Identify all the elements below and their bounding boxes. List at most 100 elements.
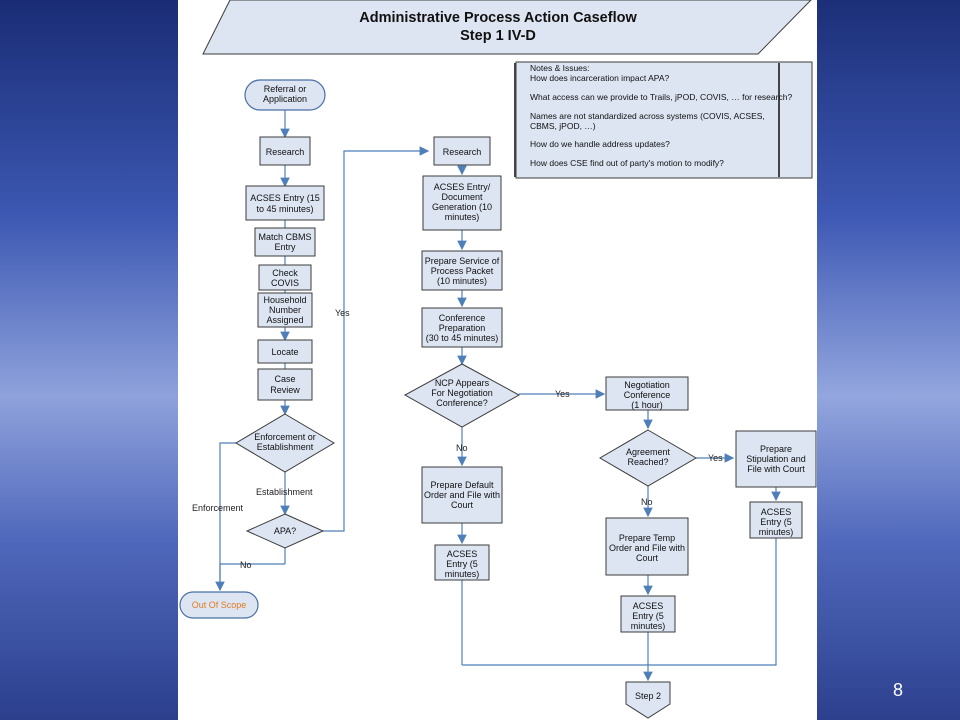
svg-text:ACSES: ACSES	[761, 507, 792, 517]
svg-text:minutes): minutes)	[445, 212, 480, 222]
svg-text:ACSES: ACSES	[447, 549, 478, 559]
case-review-box: Case Review	[257, 368, 313, 401]
svg-text:Check: Check	[272, 268, 298, 278]
svg-text:Court: Court	[636, 553, 659, 563]
svg-text:Entry (5: Entry (5	[446, 559, 478, 569]
svg-text:Prepare Service of: Prepare Service of	[425, 256, 500, 266]
svg-text:Order and File with: Order and File with	[609, 543, 685, 553]
svg-text:minutes): minutes)	[445, 569, 480, 579]
acses-entry-box-mid: ACSES Entry (5 minutes)	[434, 544, 490, 581]
svg-text:Negotiation: Negotiation	[624, 380, 670, 390]
out-of-scope-terminator: Out Of Scope	[179, 591, 259, 619]
svg-text:Enforcement or: Enforcement or	[254, 432, 316, 442]
svg-text:APA?: APA?	[274, 526, 296, 536]
svg-text:to 45 minutes): to 45 minutes)	[256, 204, 313, 214]
edge-label-yes: Yes	[708, 453, 723, 463]
background-left	[0, 0, 178, 720]
svg-text:Entry (5: Entry (5	[632, 611, 664, 621]
svg-text:Referral or: Referral or	[264, 84, 307, 94]
acses-doc-gen-box: ACSES Entry/ Document Generation (10 min…	[422, 175, 502, 231]
svg-text:COVIS: COVIS	[271, 278, 299, 288]
svg-text:(1 hour): (1 hour)	[631, 400, 663, 410]
svg-text:minutes): minutes)	[631, 621, 666, 631]
apa-decision: APA?	[245, 513, 325, 549]
svg-text:(30 to 45 minutes): (30 to 45 minutes)	[426, 333, 499, 343]
notes-heading: Notes & Issues:	[530, 63, 590, 73]
svg-text:(10 minutes): (10 minutes)	[437, 276, 487, 286]
svg-text:File with Court: File with Court	[747, 464, 805, 474]
svg-text:Establishment: Establishment	[257, 442, 314, 452]
edge-label-establishment: Establishment	[256, 487, 313, 497]
svg-text:For Negotiation: For Negotiation	[431, 388, 493, 398]
svg-text:Generation (10: Generation (10	[432, 202, 492, 212]
svg-text:Assigned: Assigned	[266, 315, 303, 325]
agreement-decision: Agreement Reached?	[599, 429, 697, 487]
svg-text:Out Of Scope: Out Of Scope	[192, 600, 247, 610]
connectors	[215, 110, 781, 682]
page-number: 8	[892, 680, 903, 700]
edge-label-yes: Yes	[555, 389, 570, 399]
service-packet-box: Prepare Service of Process Packet (10 mi…	[421, 250, 503, 291]
svg-text:ACSES Entry/: ACSES Entry/	[434, 182, 491, 192]
svg-text:Conference: Conference	[439, 313, 486, 323]
svg-text:Document: Document	[441, 192, 483, 202]
svg-text:Match CBMS: Match CBMS	[258, 232, 311, 242]
edge-label-yes: Yes	[335, 308, 350, 318]
edge-label-no: No	[641, 497, 653, 507]
svg-text:Entry (5: Entry (5	[760, 517, 792, 527]
negotiation-conference-box: Negotiation Conference (1 hour)	[605, 376, 689, 411]
svg-text:Conference: Conference	[624, 390, 671, 400]
research-box-mid: Research	[433, 136, 491, 166]
acses-entry-box-right: ACSES Entry (5 minutes)	[749, 501, 803, 539]
svg-text:Research: Research	[443, 147, 482, 157]
svg-text:ACSES: ACSES	[633, 601, 664, 611]
svg-text:Review: Review	[270, 385, 300, 395]
svg-text:Order and File with: Order and File with	[424, 490, 500, 500]
edge-labels: Yes Enforcement Establishment No Yes No …	[192, 308, 723, 570]
title-line1: Administrative Process Action Caseflow	[359, 10, 637, 26]
background-right	[817, 0, 960, 720]
referral-terminator: Referral or Application	[244, 79, 326, 111]
notes-item: What access can we provide to Trails, jP…	[530, 92, 792, 102]
svg-text:Locate: Locate	[271, 347, 298, 357]
svg-text:ACSES Entry (15: ACSES Entry (15	[250, 193, 320, 203]
svg-text:Stipulation and: Stipulation and	[746, 454, 806, 464]
temp-order-box: Prepare Temp Order and File with Court	[605, 517, 689, 576]
svg-text:Research: Research	[266, 147, 305, 157]
flowchart: Administrative Process Action Caseflow S…	[179, 0, 817, 719]
svg-text:minutes): minutes)	[759, 527, 794, 537]
title-banner: Administrative Process Action Caseflow S…	[202, 0, 812, 55]
edge-label-no: No	[456, 443, 468, 453]
svg-text:Step 2: Step 2	[635, 691, 661, 701]
check-covis-box: Check COVIS	[258, 264, 312, 291]
stipulation-box: Prepare Stipulation and File with Court	[735, 430, 817, 488]
notes-item: How do we handle address updates?	[530, 139, 670, 149]
svg-text:Entry: Entry	[274, 242, 296, 252]
household-box: Household Number Assigned	[257, 292, 313, 328]
match-cbms-box: Match CBMS Entry	[254, 227, 316, 257]
svg-text:Process Packet: Process Packet	[431, 266, 494, 276]
slide-canvas: Administrative Process Action Caseflow S…	[178, 0, 817, 720]
acses-entry-box-left: ACSES Entry (15 to 45 minutes)	[245, 185, 325, 221]
svg-text:Court: Court	[451, 500, 474, 510]
svg-text:Prepare Default: Prepare Default	[430, 480, 494, 490]
title-line2: Step 1 IV-D	[460, 28, 536, 44]
notes-item: CBMS, jPOD, …)	[530, 121, 596, 131]
svg-text:Case: Case	[274, 374, 295, 384]
default-order-box: Prepare Default Order and File with Cour…	[421, 466, 503, 524]
notes-item: How does CSE find out of party's motion …	[530, 158, 724, 168]
enforcement-decision: Enforcement or Establishment	[235, 413, 335, 473]
conference-prep-box: Conference Preparation (30 to 45 minutes…	[421, 307, 503, 348]
notes-item: How does incarceration impact APA?	[530, 73, 669, 83]
svg-text:Preparation: Preparation	[439, 323, 486, 333]
svg-text:NCP Appears: NCP Appears	[435, 378, 490, 388]
research-box-left: Research	[259, 136, 311, 166]
svg-text:Reached?: Reached?	[627, 457, 668, 467]
notes-item: Names are not standardized across system…	[530, 111, 765, 121]
acses-entry-box-right2: ACSES Entry (5 minutes)	[620, 595, 676, 633]
svg-text:Agreement: Agreement	[626, 447, 671, 457]
ncp-decision: NCP Appears For Negotiation Conference?	[403, 363, 521, 428]
svg-text:Application: Application	[263, 94, 307, 104]
svg-text:Number: Number	[269, 305, 301, 315]
svg-text:Prepare Temp: Prepare Temp	[619, 533, 675, 543]
